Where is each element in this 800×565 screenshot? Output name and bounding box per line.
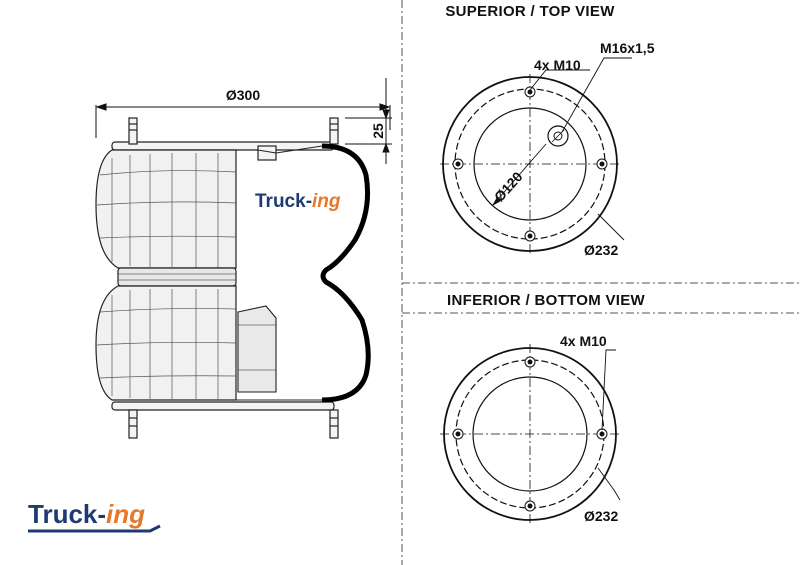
- dimension-diameter: [95, 103, 391, 138]
- top-bolts-label: 4x M10: [534, 57, 581, 73]
- bottom-plate: [111, 401, 339, 439]
- upper-bellow-lines: [96, 153, 237, 268]
- top-plate: [111, 117, 339, 161]
- top-view: [440, 57, 632, 254]
- bottom-bolt-holes: [452, 356, 608, 512]
- section-top-line: [236, 145, 323, 154]
- dim-height-label: 25: [370, 123, 386, 139]
- top-pcd-label: Ø120: [491, 168, 526, 204]
- logo-underline: [28, 524, 161, 533]
- girdle-ring: [117, 267, 237, 287]
- view-separators: [401, 0, 800, 565]
- upper-bellow: [95, 149, 237, 269]
- bottom-bolts-label: 4x M10: [560, 333, 607, 349]
- dim-diameter-label: Ø300: [226, 87, 260, 103]
- top-outer-label: Ø232: [584, 242, 618, 258]
- bottom-view: [440, 344, 621, 524]
- logo-main-text: Truck-: [28, 499, 106, 529]
- bottom-outer-label: Ø232: [584, 508, 618, 524]
- drawing-logo: Truck-ing: [255, 191, 341, 212]
- brand-logo: Truck-ing: [28, 499, 161, 533]
- svg-text:Truck-ing: Truck-ing: [28, 499, 145, 529]
- top-view-title: SUPERIOR / TOP VIEW: [445, 3, 615, 20]
- bottom-view-title: INFERIOR / BOTTOM VIEW: [447, 292, 646, 309]
- lower-bellow: [95, 285, 237, 401]
- piston: [237, 305, 277, 393]
- dimension-height: [345, 78, 392, 164]
- side-view: Ø300 25: [95, 78, 392, 439]
- top-thread-label: M16x1,5: [600, 40, 655, 56]
- lower-bellow-lines: [96, 289, 237, 400]
- bellow-section-profile: [320, 143, 371, 403]
- top-bolt-holes: [452, 86, 608, 242]
- logo-script-text: ing: [106, 499, 145, 529]
